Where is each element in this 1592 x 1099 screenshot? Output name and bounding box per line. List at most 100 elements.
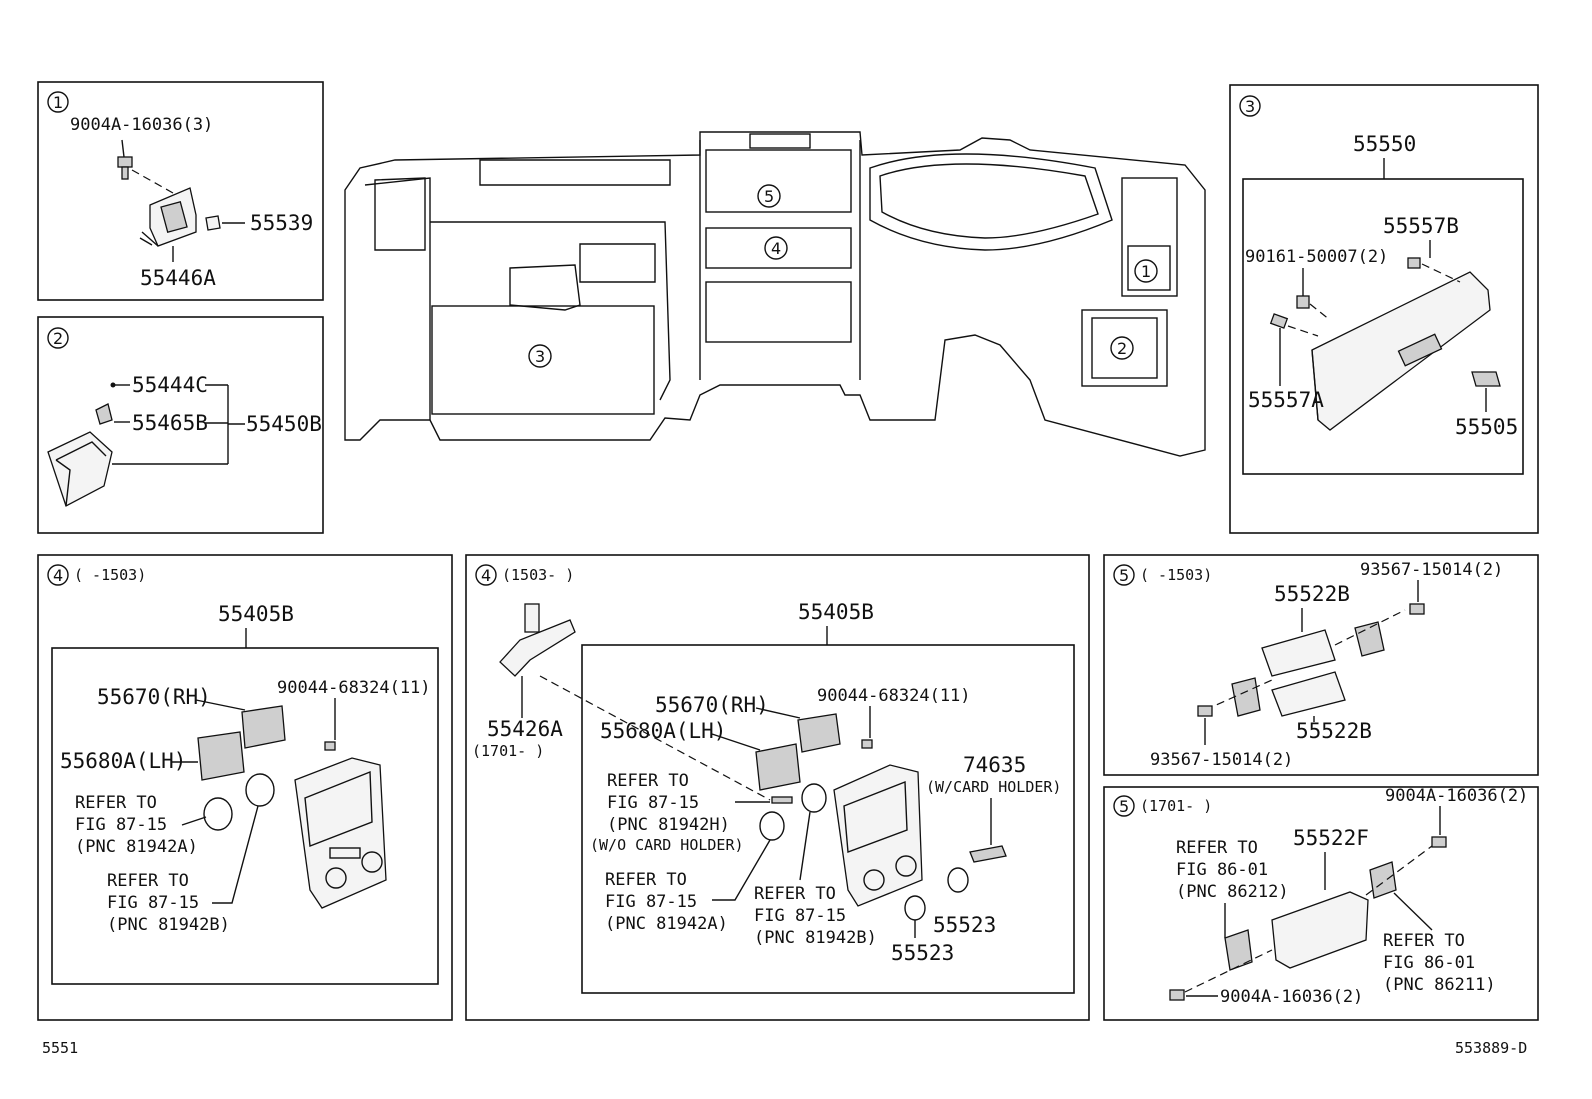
footer-page-code: 5551 — [42, 1039, 78, 1057]
vent-rh-icon — [241, 705, 286, 749]
panel-3-frame — [1229, 84, 1539, 534]
panel-5a-screw-top-icon — [1409, 603, 1425, 615]
panel-4a-ring-a-icon — [203, 797, 233, 831]
panel-4b-ring-b-label: 55523 — [891, 941, 954, 965]
panel-4b-range: (1503- ) — [502, 566, 574, 584]
panel-5a-screw-bottom-icon — [1197, 705, 1213, 717]
panel-4b-card-holder-label: 74635 — [963, 753, 1026, 777]
panel-4b-ref3-line1: REFER TO — [754, 884, 836, 904]
panel-5b-screw-bottom-icon — [1169, 989, 1185, 1001]
dashboard-outline — [344, 131, 1206, 457]
panel-4b-ref1-line3: (PNC 81942H) — [607, 815, 730, 835]
panel-2-part-1-label: 55444C — [132, 373, 208, 397]
panel-5b-ref-left-line2: FIG 86-01 — [1176, 860, 1268, 880]
dashboard-overview: 1 2 3 4 5 — [344, 131, 1206, 457]
panel-2-frame — [37, 316, 324, 534]
panel-5a-index: 5 — [1119, 566, 1129, 585]
glovebox-area — [431, 305, 655, 415]
panel-4a-range: ( -1503) — [74, 566, 146, 584]
panel-4a-rh-label: 55670(RH) — [97, 685, 211, 709]
panel-5b-screw-bottom-label: 9004A-16036(2) — [1220, 987, 1363, 1007]
panel-4b-ref2-line1: REFER TO — [605, 870, 687, 890]
panel-5a-frame — [1103, 554, 1539, 776]
dashboard-callout-4: 4 — [771, 239, 781, 258]
panel-4a-ring-b-icon — [245, 773, 275, 807]
panel-3-inner-frame — [1242, 178, 1524, 475]
panel-3-index: 3 — [1245, 97, 1255, 116]
panel-5a-bracket-left-icon — [1231, 677, 1261, 717]
panel-5a-screw-bottom-label: 93567-15014(2) — [1150, 750, 1293, 770]
panel-4b-lh-label: 55680A(LH) — [600, 719, 726, 743]
panel-4a-index: 4 — [53, 566, 63, 585]
panel-1-index-circle — [47, 91, 69, 113]
panel-5b-bracket-left-icon — [1224, 929, 1253, 971]
panel-5b-ref-right-line2: FIG 86-01 — [1383, 953, 1475, 973]
panel-4a: 4 ( -1503) 55405B 55670(RH) 90044-68324(… — [37, 554, 453, 1021]
panel-5b-frame — [1103, 786, 1539, 1021]
panel-4b-screw-label: 90044-68324(11) — [817, 686, 971, 706]
panel-5b-ref-right-line1: REFER TO — [1383, 931, 1465, 951]
lock-part-icon — [95, 403, 113, 425]
panel-5b-ref-left-line3: (PNC 86212) — [1176, 882, 1289, 902]
panel-4b: 4 (1503- ) 55405B 55426A (1701- ) 55670(… — [465, 554, 1090, 1021]
panel-5b-screw-top-label: 9004A-16036(2) — [1385, 786, 1528, 806]
panel-5b-ref-right-line3: (PNC 86211) — [1383, 975, 1496, 995]
upper-pocket-icon — [1261, 629, 1336, 677]
panel-5a-upper-label: 55522B — [1274, 582, 1350, 606]
panel-4b-ref1-line1: REFER TO — [607, 771, 689, 791]
panel-4a-ref1-line1: REFER TO — [75, 793, 157, 813]
panel-3-part-1-label: 55557B — [1383, 214, 1459, 238]
dashboard-callout-1: 1 — [1141, 262, 1151, 281]
panel-4a-ref1-line3: (PNC 81942A) — [75, 837, 198, 857]
panel-4a-assembly-label: 55405B — [218, 602, 294, 626]
panel-4b-ring-c-icon — [947, 867, 969, 893]
panel-4b-ref3-line2: FIG 87-15 — [754, 906, 846, 926]
panel-5b: 5 (1701- ) 9004A-16036(2) 55522F REFER T… — [1103, 786, 1539, 1021]
vent-lh-icon — [197, 731, 245, 781]
panel-1: 1 9004A-16036(3) 55446A 55539 — [37, 81, 324, 301]
bumper-icon — [1269, 257, 1421, 329]
panel-4b-index: 4 — [481, 566, 491, 585]
dashboard-callout-5: 5 — [764, 187, 774, 206]
small-clip-icon — [110, 382, 116, 388]
panel-5a: 5 ( -1503) 93567-15014(2) 55522B 55522B … — [1103, 554, 1539, 776]
panel-4b-ref1-line2: FIG 87-15 — [607, 793, 699, 813]
panel-5a-range: ( -1503) — [1140, 566, 1212, 584]
panel-4a-screw-label: 90044-68324(11) — [277, 678, 431, 698]
panel-4b-cluster-panel-icon — [833, 764, 923, 907]
panel-5a-bracket-right-icon — [1354, 621, 1385, 657]
switch-base-icon — [139, 187, 197, 247]
panel-3-part-2-label: 90161-50007(2) — [1245, 247, 1388, 267]
panel-4b-ring-b-icon — [801, 783, 827, 813]
panel-4b-rh-label: 55670(RH) — [655, 693, 769, 717]
panel-2-assembly-label: 55450B — [246, 412, 322, 436]
panel-2-index: 2 — [53, 329, 63, 348]
panel-4b-bracket-label: 55426A — [487, 717, 563, 741]
panel-4a-frame — [37, 554, 453, 1021]
panel-4b-ref2-line3: (PNC 81942A) — [605, 914, 728, 934]
striker-icon — [1471, 371, 1501, 387]
glovebox-door-icon — [1311, 271, 1491, 431]
panel-1-index: 1 — [53, 93, 63, 112]
panel-5b-ref-left-line1: REFER TO — [1176, 838, 1258, 858]
panel-3-assembly-label: 55550 — [1353, 132, 1416, 156]
storage-box-icon — [47, 431, 113, 507]
lower-pocket-icon — [1271, 671, 1346, 717]
panel-1-part-b-label: 55446A — [140, 266, 216, 290]
panel-4b-ref2-line2: FIG 87-15 — [605, 892, 697, 912]
panel-4b-inner-frame — [581, 644, 1075, 994]
panel-4b-ref1-line4: (W/O CARD HOLDER) — [590, 836, 744, 854]
panel-3: 3 55550 55557B 90161-50007(2) 55557A 555… — [1229, 84, 1539, 534]
panel-1-part-a-label: 55539 — [250, 211, 313, 235]
panel-2: 2 55444C 55450B 55465B — [37, 316, 324, 534]
dashboard-callout-3: 3 — [535, 347, 545, 366]
panel-3-part-3-label: 55557A — [1248, 388, 1324, 412]
panel-5b-bracket-right-icon — [1369, 861, 1397, 899]
panel-4b-screw-icon — [861, 739, 873, 749]
panel-4a-inner-frame — [51, 647, 439, 985]
panel-4b-vent-rh-icon — [797, 713, 841, 753]
panel-4a-ref2-line1: REFER TO — [107, 871, 189, 891]
panel-4b-vent-lh-icon — [755, 743, 801, 791]
panel-1-frame — [37, 81, 324, 301]
